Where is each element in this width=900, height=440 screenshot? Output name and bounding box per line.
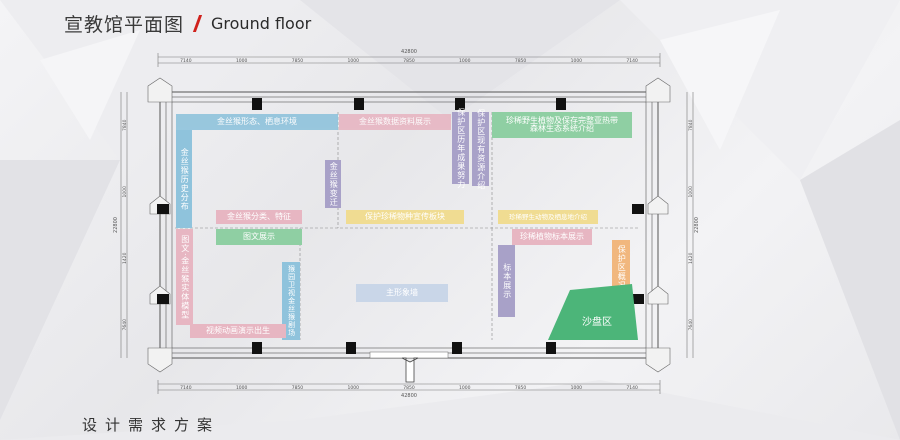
dim-bottom-8: 7140 <box>626 385 638 391</box>
dim-top-5: 1000 <box>459 58 471 64</box>
dim-left-3: 7640 <box>122 319 128 331</box>
dim-top-1: 1000 <box>236 58 248 64</box>
rare-plants-line-1: 珍稀野生植物及保存完整亚热带 <box>506 115 618 125</box>
sand-table-label: 沙盘区 <box>582 317 612 328</box>
zone-rare-animals: 珍稀野生动物及栖息地介绍 <box>498 210 598 224</box>
dim-top-2: 7850 <box>292 58 304 64</box>
right-dimension-labels: 7840 1000 1420 7640 <box>688 119 694 330</box>
dim-bottom-7: 1000 <box>571 385 583 391</box>
dim-bottom-5: 1000 <box>459 385 471 391</box>
dim-top-3: 1000 <box>347 58 359 64</box>
partitions <box>175 112 640 340</box>
zone-picture-text-specimen: 图文·金丝猴实体模型 <box>176 229 193 325</box>
dim-top-6: 7850 <box>515 58 527 64</box>
zone-protected-history: 保护区历年成果努力 <box>452 108 469 189</box>
design-plan-footer: 设计需求方案 <box>82 416 221 434</box>
zone-jinsi-classification: 金丝猴分类、特征 <box>216 210 302 224</box>
dim-right-2: 1420 <box>688 252 694 264</box>
zone-jinsi-history: 金丝猴历史分布 <box>176 130 192 228</box>
zone-protected-overview: 保护区概况 <box>612 240 630 294</box>
bottom-dimension-labels: 7140 1000 7850 1000 7850 1000 7850 1000 7140 <box>180 385 638 391</box>
dim-bottom-6: 7850 <box>515 385 527 391</box>
zone-protected-resources: 保护区现有资源介绍 <box>472 109 489 190</box>
dim-top-0: 7140 <box>180 58 192 64</box>
dim-left-2: 1420 <box>122 252 128 264</box>
zone-picture-text-display: 图文展示 <box>216 229 302 245</box>
dim-top-4: 7850 <box>403 58 415 64</box>
rare-plants-line-2: 森林生态系统介绍 <box>530 124 594 133</box>
title-en: Ground floor <box>211 13 312 33</box>
zone-jinsi-change: 金丝猴变迁 <box>325 160 341 208</box>
zone-video-animation: 视频动画演示出生 <box>190 324 286 338</box>
dim-top-8: 7140 <box>626 58 638 64</box>
dim-bottom-total: 42800 <box>401 393 417 399</box>
wall-columns <box>157 98 644 354</box>
dim-right-0: 7840 <box>688 119 694 131</box>
title-zh: 宣教馆平面图 <box>64 13 185 36</box>
dim-bottom-3: 1000 <box>347 385 359 391</box>
dim-right-1: 1000 <box>688 186 694 198</box>
zone-rare-plants: 珍稀野生植物及保存完整亚热带 森林生态系统介绍 <box>492 112 632 138</box>
dim-bottom-0: 7140 <box>180 385 192 391</box>
top-dimension-lines <box>120 53 694 394</box>
zone-jinsi-data: 金丝猴数据资料展示 <box>339 114 451 130</box>
dim-bottom-4: 7850 <box>403 385 415 391</box>
left-dimension-labels: 7840 1000 1420 7640 <box>122 119 128 330</box>
top-dimension-labels: 7140 1000 7850 1000 7850 1000 7850 1000 7140 <box>180 58 638 64</box>
zone-jinsi-habitat: 金丝猴形态、栖息环境 <box>176 114 338 130</box>
dim-top-total: 42800 <box>401 49 417 55</box>
dim-right-3: 7640 <box>688 319 694 331</box>
zone-specimen-display: 标本展示 <box>498 245 515 317</box>
dim-left-0: 7840 <box>122 119 128 131</box>
zone-rare-plant-specimen: 珍稀植物标本展示 <box>512 229 592 245</box>
zone-protected-species: 保护珍稀物种宣传板块 <box>346 210 464 224</box>
dim-top-7: 1000 <box>571 58 583 64</box>
entrance-arrow-icon <box>369 351 449 383</box>
dim-left-1: 1000 <box>122 186 128 198</box>
dim-right-total: 22800 <box>694 217 700 233</box>
zone-guardian-story: 猴园卫视金丝猴剧场 <box>282 262 300 340</box>
dim-bottom-1: 1000 <box>236 385 248 391</box>
zone-main-wall: 主形象墙 <box>356 284 448 302</box>
page-title: 宣教馆平面图 Ground floor <box>64 9 311 37</box>
dim-bottom-2: 7850 <box>292 385 304 391</box>
dim-left-total: 22800 <box>113 217 119 233</box>
